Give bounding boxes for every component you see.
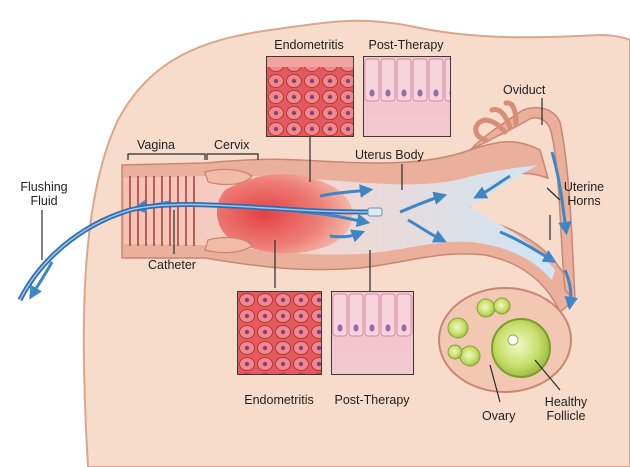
label-uterine-horns-line2: Horns	[567, 194, 601, 208]
endometritis-tissue-bottom	[238, 292, 321, 374]
follicle-small-4	[493, 297, 511, 315]
post-therapy-tissue-bottom	[332, 292, 413, 374]
endometritis-tissue-top	[267, 57, 353, 136]
label-cervix: Cervix	[214, 138, 250, 152]
label-catheter: Catheter	[148, 258, 196, 272]
label-uterus-body: Uterus Body	[355, 148, 424, 162]
label-healthy-follicle-line2: Follicle	[546, 409, 586, 423]
label-vagina: Vagina	[137, 138, 175, 152]
label-healthy-follicle: Healthy Follicle	[536, 395, 596, 423]
endometritis-inset-bottom	[237, 291, 322, 375]
follicle-small-3	[476, 298, 496, 318]
cervix-ring-lower	[204, 236, 253, 254]
label-healthy-follicle-line1: Healthy	[544, 395, 588, 409]
label-ovary: Ovary	[482, 409, 516, 423]
cervix-ring-upper	[204, 168, 253, 186]
catheter-tip	[367, 207, 383, 217]
fluid-flow-arrows	[29, 151, 578, 311]
endometritis-inset-top	[266, 56, 354, 137]
label-post-therapy-bottom: Post-Therapy	[334, 393, 410, 407]
label-uterine-horns-line1: Uterine	[563, 180, 605, 194]
catheter-highlight	[19, 203, 373, 301]
follicle-small-2	[459, 345, 481, 367]
leader-lines	[41, 98, 561, 403]
inflamed-endometrium	[216, 174, 353, 254]
follicle-small-1	[447, 317, 469, 339]
healthy-follicle-oocyte	[507, 334, 519, 346]
oviduct-fimbriae	[473, 100, 519, 143]
label-post-therapy-top: Post-Therapy	[368, 38, 444, 52]
follicle-small-5	[447, 344, 463, 360]
healthy-follicle	[491, 318, 551, 378]
label-flushing-fluid-line2: Fluid	[30, 194, 58, 208]
label-endometritis-bottom: Endometritis	[244, 393, 314, 407]
label-oviduct: Oviduct	[503, 83, 546, 97]
label-flushing-fluid: Flushing Fluid	[14, 180, 74, 208]
post-therapy-inset-top	[363, 56, 451, 137]
label-uterine-horns: Uterine Horns	[556, 180, 612, 208]
label-endometritis-top: Endometritis	[274, 38, 344, 52]
post-therapy-tissue-top	[364, 57, 450, 136]
label-flushing-fluid-line1: Flushing	[20, 180, 68, 194]
post-therapy-inset-bottom	[331, 291, 414, 375]
